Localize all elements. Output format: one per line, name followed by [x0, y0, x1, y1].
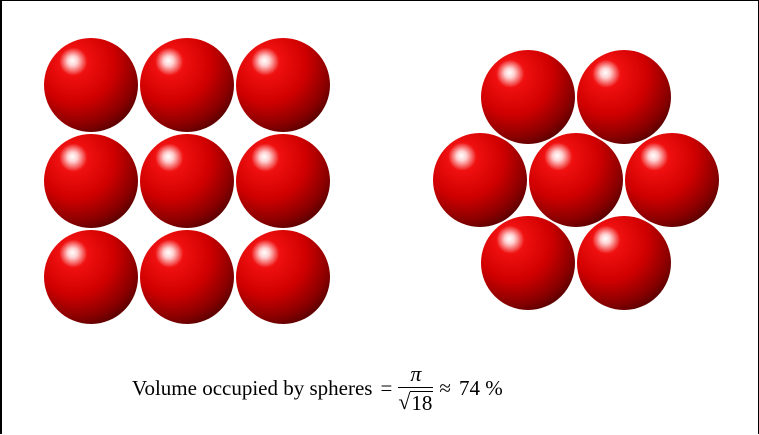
equals-sign: = — [380, 375, 393, 400]
packing-result: 74 % — [458, 375, 503, 400]
square-packing-sphere — [236, 134, 330, 228]
formula-label: Volume occupied by spheres — [132, 375, 373, 400]
hexagonal-packing-sphere — [529, 133, 623, 227]
square-packing-sphere — [236, 230, 330, 324]
packing-density-formula: Volume occupied by spheres = π √ 18 ≈ 74… — [132, 353, 503, 423]
hexagonal-packing-sphere — [481, 50, 575, 144]
hexagonal-packing-sphere — [433, 133, 527, 227]
hexagonal-packing-sphere — [625, 133, 719, 227]
square-packing-sphere — [140, 134, 234, 228]
fraction-denominator: √ 18 — [398, 388, 434, 415]
square-packing-sphere — [140, 230, 234, 324]
hexagonal-packing-sphere — [481, 216, 575, 310]
square-packing-sphere — [44, 134, 138, 228]
square-root-sign: √ — [398, 388, 411, 414]
square-packing — [44, 38, 330, 324]
fraction-bar — [398, 386, 434, 388]
square-packing-sphere — [236, 38, 330, 132]
radicand: 18 — [410, 390, 434, 415]
square-packing-sphere — [44, 230, 138, 324]
pi-over-root-18-fraction: π √ 18 — [398, 360, 434, 415]
fraction-numerator: π — [410, 360, 422, 386]
hexagonal-packing-sphere — [577, 50, 671, 144]
approx-sign: ≈ — [439, 375, 451, 400]
square-packing-sphere — [44, 38, 138, 132]
hexagonal-packing — [433, 50, 719, 310]
square-packing-sphere — [140, 38, 234, 132]
hexagonal-packing-sphere — [577, 216, 671, 310]
